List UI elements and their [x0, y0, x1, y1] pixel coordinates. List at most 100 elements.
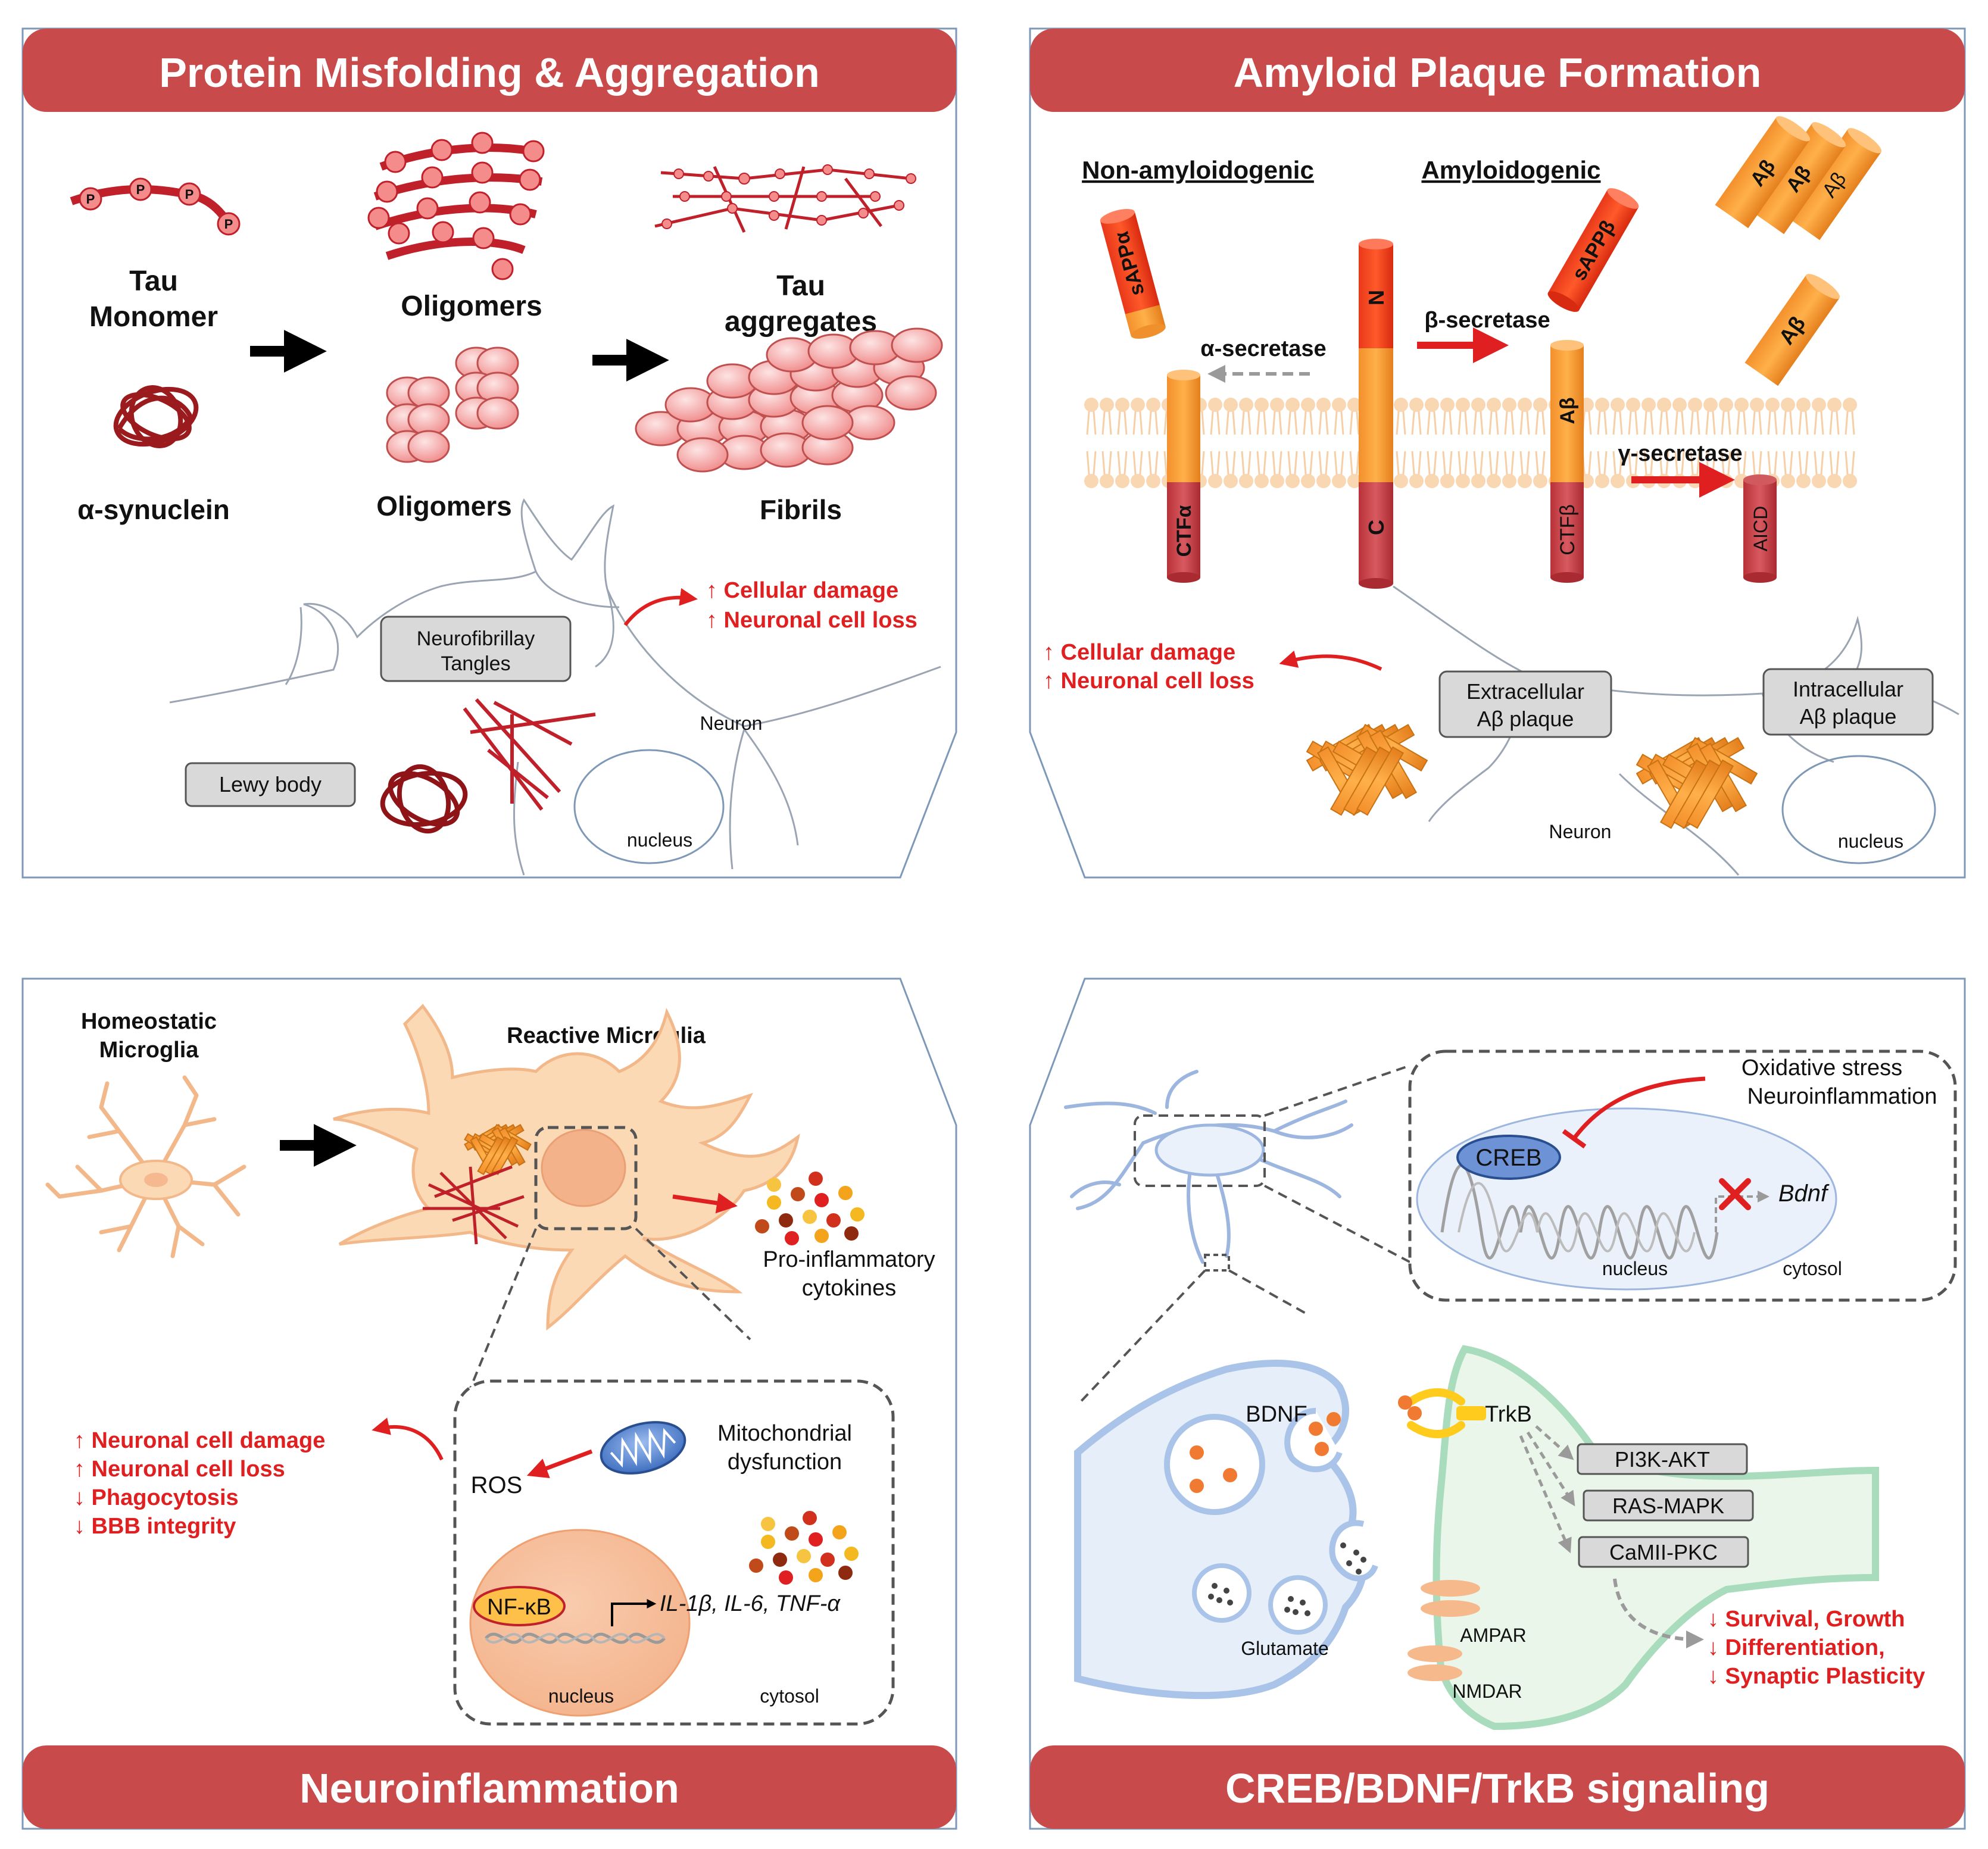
effect-line: ↓ Differentiation, — [1708, 1635, 1885, 1660]
lewy-body-callout — [185, 762, 356, 807]
svg-text:RAS-MAPK: RAS-MAPK — [1612, 1494, 1724, 1518]
microglia-tau-inclusion — [423, 1165, 525, 1245]
extracellular-plaque-callout — [1438, 670, 1612, 738]
neuron-nucleus — [1781, 755, 1936, 864]
homeostatic-microglia — [45, 1075, 246, 1258]
neuron-outline — [285, 571, 620, 685]
mito-label-2: dysfunction — [728, 1450, 842, 1475]
damage-arrow — [1279, 650, 1382, 671]
neuron-nucleus — [573, 749, 725, 864]
svg-text:P: P — [185, 187, 194, 202]
bdnf-transcription-arrow — [1715, 1191, 1769, 1232]
blocked-x-icon — [1719, 1178, 1751, 1210]
neuron-label: Neuron — [1549, 821, 1612, 842]
stress-label: Oxidative stress — [1742, 1055, 1902, 1080]
alpha-syn-oligomers — [386, 346, 519, 463]
effect-line: ↓ BBB integrity — [74, 1514, 236, 1539]
effect-line: ↓ Phagocytosis — [74, 1485, 239, 1510]
effect-line: ↑ Neuronal cell loss — [706, 608, 917, 633]
intracellular-plaque — [1636, 736, 1758, 829]
cytokine-dots — [749, 1511, 859, 1585]
releasing-vesicle — [1284, 1408, 1343, 1472]
panel-amyloid-plaque: Amyloid Plaque Formation Non-amyloidogen… — [1029, 27, 1966, 879]
neurofibrillary-tangle — [463, 698, 596, 811]
tau-monomer-chain: P P P P — [70, 177, 241, 236]
svg-text:AICD: AICD — [1750, 506, 1771, 551]
microglia-abeta-inclusion — [464, 1123, 532, 1176]
effect-line: ↓ Synaptic Plasticity — [1708, 1664, 1925, 1689]
abeta-peptide: Aβ — [1744, 274, 1840, 386]
panel-neuroinflammation: Neuroinflammation Homeostatic Microglia … — [21, 977, 957, 1830]
tangles-callout — [380, 616, 572, 682]
ctfb-label: CTFβ — [1556, 504, 1579, 555]
neuron-label: Neuron — [700, 713, 763, 734]
panel-header — [23, 1745, 956, 1829]
svg-text:Aβ plaque: Aβ plaque — [1477, 707, 1574, 731]
nucleus-detail — [469, 1529, 691, 1717]
bdnf-dots — [1309, 1412, 1341, 1456]
abeta-label: Aβ — [1556, 397, 1579, 424]
bdnf-gene-label: Bdnf — [1778, 1180, 1830, 1207]
oligomers-top-label: Oligomers — [401, 291, 542, 322]
alpha-synuclein-label: α-synuclein — [77, 494, 230, 525]
amyloidogenic-label: Amyloidogenic — [1421, 156, 1600, 184]
svg-text:P: P — [224, 217, 233, 232]
nfkb-badge — [473, 1586, 566, 1626]
nucleus-label: nucleus — [627, 829, 692, 851]
effect-line: ↑ Cellular damage — [1043, 640, 1235, 665]
aicd-fragment: AICD — [1743, 474, 1777, 583]
non-amyloidogenic-label: Non-amyloidogenic — [1082, 156, 1314, 184]
homeostatic-label: Homeostatic — [81, 1009, 217, 1034]
damage-arrow — [623, 588, 698, 626]
outcome-arrow — [1613, 1578, 1704, 1648]
panel-title: Neuroinflammation — [299, 1765, 679, 1811]
n-terminus: N — [1364, 290, 1388, 305]
inhibition-line — [1572, 1076, 1706, 1140]
zoom-box-small — [1204, 1254, 1230, 1272]
fibrils — [635, 327, 943, 473]
zoom-line — [469, 1228, 537, 1389]
beta-secretase-label: β-secretase — [1424, 308, 1550, 333]
cytosol-label: cytosol — [1783, 1258, 1842, 1279]
panel-title: Protein Misfolding & Aggregation — [159, 49, 820, 96]
intracellular-plaque-callout — [1762, 668, 1934, 736]
phospho-bead: P — [177, 182, 201, 206]
alpha-secretase-label: α-secretase — [1200, 336, 1326, 361]
damage-arrow — [372, 1417, 444, 1461]
glutamate-vesicle — [1192, 1563, 1252, 1623]
nucleus-label: nucleus — [548, 1685, 614, 1707]
panel-creb-bdnf-trkb: CREB/BDNF/TrkB signaling CREB Oxidative … — [1029, 977, 1966, 1830]
zoom-line — [1264, 1064, 1410, 1117]
tau-monomer-label-2: Monomer — [89, 301, 218, 333]
svg-text:PI3K-AKT: PI3K-AKT — [1615, 1447, 1710, 1472]
neuron-outline — [169, 498, 941, 727]
tau-monomer-label: Tau — [129, 266, 178, 297]
glutamate-release-vesicle — [1329, 1520, 1378, 1582]
secretion-arrow — [672, 1192, 738, 1214]
phospho-bead-group — [367, 132, 545, 280]
panel-title: CREB/BDNF/TrkB signaling — [1225, 1765, 1769, 1811]
svg-text:Intracellular: Intracellular — [1793, 677, 1903, 701]
lewy-body-label: Lewy body — [219, 772, 322, 797]
nfkb-label: NF-κB — [487, 1595, 551, 1620]
extracellular-plaque — [1306, 723, 1428, 816]
bdnf-dots — [1190, 1445, 1237, 1493]
creb-badge — [1456, 1135, 1561, 1180]
zoom-box — [1134, 1114, 1266, 1187]
effect-line: ↑ Neuronal cell loss — [74, 1457, 285, 1482]
trkb-label: TrkB — [1485, 1402, 1532, 1427]
gamma-secretase-label: γ-secretase — [1618, 441, 1742, 466]
bdnf-label: BDNF — [1246, 1402, 1307, 1427]
mito-label: Mitochondrial — [717, 1421, 852, 1446]
signal-arrows — [1519, 1425, 1575, 1554]
abeta-oligomer: Aβ Aβ Aβ — [1715, 116, 1882, 241]
zoom-box — [534, 1126, 638, 1230]
lewy-body-tangle — [380, 764, 468, 834]
pathway-box: PI3K-AKT — [1577, 1443, 1748, 1475]
zoom-line — [635, 1228, 751, 1341]
tangles-label: Neurofibrillay — [417, 627, 535, 650]
cytosol-label: cytosol — [760, 1685, 819, 1707]
tau-aggregate-beads — [661, 164, 916, 229]
ros-arrow — [526, 1449, 593, 1479]
ampar-receptor — [1421, 1580, 1480, 1617]
